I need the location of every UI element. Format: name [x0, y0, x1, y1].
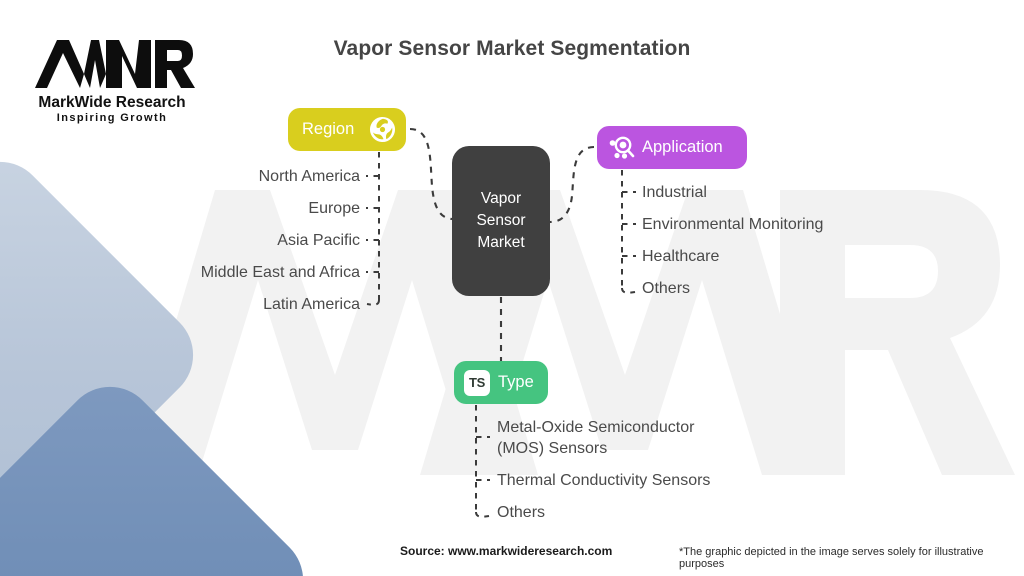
region-item-0: North America — [258, 168, 360, 185]
application-item-1: Environmental Monitoring — [642, 216, 824, 233]
ts-chip-icon: TS — [464, 369, 490, 396]
branch-badge-region[interactable]: Region — [288, 108, 406, 151]
region-item-1: Europe — [308, 200, 360, 217]
region-item-4: Latin America — [263, 296, 360, 313]
center-node-line-2: Sensor — [476, 212, 526, 229]
center-node: Vapor Sensor Market — [452, 146, 550, 296]
branch-badge-type[interactable]: TS Type — [454, 361, 548, 404]
magnifier-people-icon — [607, 134, 635, 162]
type-item-0: Metal-Oxide Semiconductor (MOS) Sensors — [497, 419, 695, 457]
branch-label-region: Region — [302, 120, 355, 138]
branch-label-type: Type — [498, 373, 534, 391]
type-item-1: Thermal Conductivity Sensors — [497, 472, 711, 489]
application-item-3: Others — [642, 280, 691, 297]
application-item-2: Healthcare — [642, 248, 720, 265]
logo-tagline: Inspiring Growth — [57, 112, 167, 124]
logo-name: MarkWide Research — [38, 94, 185, 111]
type-item-2: Others — [497, 504, 546, 521]
application-item-0: Industrial — [642, 184, 707, 201]
center-node-line-3: Market — [477, 234, 525, 251]
page-title: Vapor Sensor Market Segmentation — [333, 37, 691, 60]
region-item-3: Middle East and Africa — [200, 264, 360, 281]
markwide-research-logo: MarkWide Research Inspiring Growth — [27, 30, 197, 125]
ts-chip-text: TS — [464, 369, 490, 396]
globe-icon — [369, 116, 396, 143]
branch-label-application: Application — [642, 138, 723, 156]
disclaimer-text: *The graphic depicted in the image serve… — [679, 546, 984, 570]
branch-badge-application[interactable]: Application — [597, 126, 747, 169]
region-item-2: Asia Pacific — [277, 232, 360, 249]
center-node-line-1: Vapor — [480, 190, 522, 207]
source-text: Source: www.markwideresearch.com — [400, 544, 613, 558]
